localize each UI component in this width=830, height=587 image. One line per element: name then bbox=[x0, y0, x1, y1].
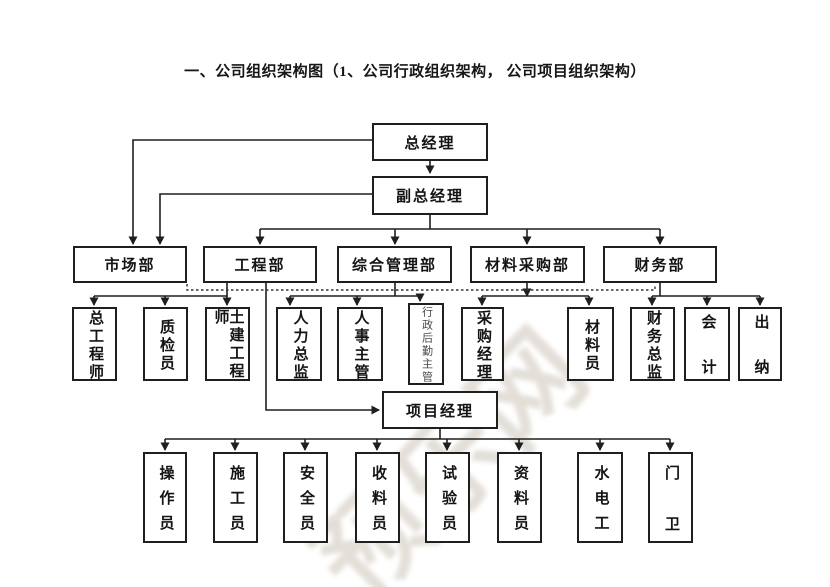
node-label: 水电工 bbox=[592, 465, 609, 540]
node-material-procurement-dept: 材料采购部 bbox=[470, 246, 585, 283]
node-label: 行政后勤主管 bbox=[420, 306, 433, 384]
node-plumber-electrician: 水电工 bbox=[577, 452, 623, 543]
dashed-connector-marketing-finance bbox=[186, 284, 656, 291]
node-gatekeeper: 门卫 bbox=[648, 452, 693, 567]
node-label: 操作员 bbox=[157, 465, 174, 540]
node-engineering-dept: 工程部 bbox=[203, 246, 317, 283]
node-admin-logistics-supervisor: 行政后勤主管 bbox=[408, 303, 444, 385]
doc-title: 一、公司组织架构图（1、公司行政组织架构， 公司项目组织架构） bbox=[184, 64, 646, 80]
node-accountant: 会计 bbox=[684, 307, 730, 404]
node-material-clerk: 材料员 bbox=[567, 307, 614, 381]
node-cashier: 出纳 bbox=[738, 307, 782, 404]
node-finance-dept: 财务部 bbox=[603, 246, 717, 283]
node-chief-engineer: 总工程师 bbox=[72, 307, 117, 382]
node-label: 财务总监 bbox=[645, 309, 661, 382]
node-label: 会计 bbox=[699, 314, 716, 404]
node-label: 收料员 bbox=[370, 465, 386, 540]
node-label: 质检员 bbox=[158, 318, 174, 373]
node-hr-director: 人力总监 bbox=[276, 307, 322, 382]
node-personnel-supervisor: 人事主管 bbox=[337, 307, 383, 382]
node-document-clerk: 资料员 bbox=[497, 452, 542, 543]
node-label: 总工程师 bbox=[87, 309, 103, 382]
node-label: 资料员 bbox=[512, 465, 528, 540]
node-tester: 试验员 bbox=[425, 452, 470, 543]
node-label: 安全员 bbox=[298, 465, 314, 540]
node-finance-director: 财务总监 bbox=[630, 307, 675, 382]
node-procurement-manager: 采购经理 bbox=[461, 307, 504, 382]
node-label: 施工员 bbox=[228, 465, 244, 540]
node-marketing-dept: 市场部 bbox=[73, 246, 187, 283]
node-label: 采购经理 bbox=[475, 309, 491, 382]
node-deputy-general-manager: 副总经理 bbox=[372, 176, 488, 215]
node-construction-worker: 施工员 bbox=[213, 452, 258, 543]
node-general-management-dept: 综合管理部 bbox=[337, 246, 452, 283]
node-label: 出纳 bbox=[752, 314, 769, 404]
node-safety-officer: 安全员 bbox=[283, 452, 328, 543]
node-label: 材料员 bbox=[583, 318, 599, 373]
node-label: 门卫 bbox=[663, 464, 679, 567]
node-label: 试验员 bbox=[440, 465, 456, 540]
node-quality-inspector: 质检员 bbox=[143, 307, 188, 381]
node-civil-engineer: 土建工程师 bbox=[205, 307, 250, 381]
node-operator: 操作员 bbox=[143, 452, 187, 543]
node-general-manager: 总经理 bbox=[372, 123, 488, 161]
node-label: 人力总监 bbox=[291, 309, 308, 382]
node-material-receiver: 收料员 bbox=[355, 452, 400, 543]
node-project-manager: 项目经理 bbox=[382, 391, 498, 429]
node-label: 人事主管 bbox=[352, 309, 369, 382]
node-label: 土建工程师 bbox=[212, 309, 244, 381]
